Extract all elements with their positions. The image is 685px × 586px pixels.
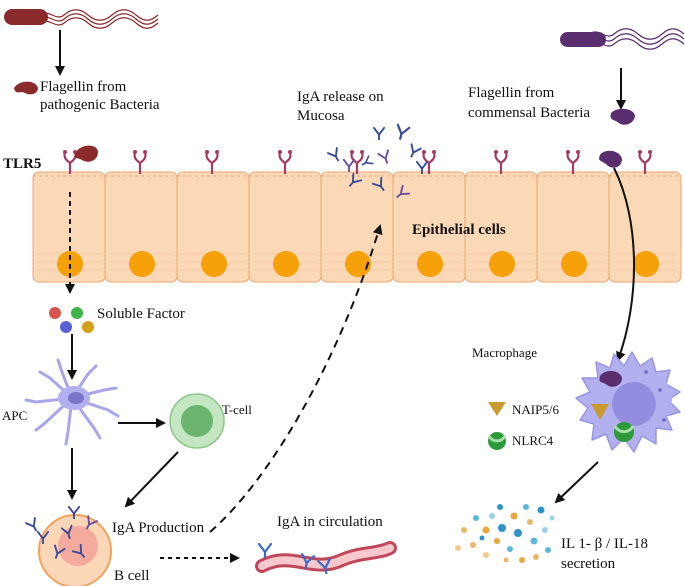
epithelial-cell [464, 171, 538, 283]
commensal-bacterium-icon [560, 28, 685, 50]
il-secretion-label-line1: IL 1- β / IL-18 [561, 536, 648, 552]
flagellin-bound-commensal-icon [599, 150, 622, 168]
antibody-icon [405, 143, 422, 160]
flagellin-pathogenic-label-line1: Flagellin from [40, 79, 127, 95]
apc-dendritic-cell-icon [24, 358, 120, 446]
tlr5-receptor-icon [421, 150, 437, 174]
epithelial-cell [536, 171, 610, 283]
svg-text:Flagellin from pathogenic: Flagellin from pathogenic Bacteria [40, 79, 160, 113]
soluble-factor-label: Soluble Factor [97, 306, 185, 322]
tlr5-receptor-icon [493, 150, 509, 174]
t-cell-label: T-cell [222, 402, 252, 417]
epithelial-cell [608, 171, 682, 283]
flagellin-commensal-icon [610, 108, 635, 125]
arrow-tcell-to-bcell [124, 451, 179, 508]
svg-text:IgA release on Mucosa: IgA release on Mucosa [297, 89, 387, 124]
macrophage-label: Macrophage [472, 345, 537, 360]
svg-text:Flagellin from commensal B: Flagellin from commensal Bacteria [468, 85, 590, 121]
flagellin-bound-pathogenic-icon [74, 145, 98, 162]
tlr5-receptor-icon [132, 150, 148, 174]
blood-vessel-icon [255, 541, 397, 576]
tlr5-receptor-icon [637, 150, 653, 174]
epithelial-layer [32, 171, 682, 283]
flagellin-commensal-label-line1: Flagellin from [468, 85, 555, 101]
naip-in-macrophage-icon [591, 404, 609, 420]
apc-label: APC [2, 408, 27, 423]
epithelial-cell [248, 171, 322, 283]
antibody-icon [393, 123, 411, 142]
il-secretion-label-line2: secretion [561, 556, 616, 572]
cytokine-cluster-icon [455, 504, 555, 563]
flagellin-internalized-icon [599, 370, 622, 387]
b-cell-icon [38, 514, 112, 586]
tlr5-receptor-icon [277, 150, 293, 174]
iga-release-label-line1: IgA release on [297, 89, 384, 105]
antibody-icon [343, 158, 355, 172]
antibody-icon [377, 149, 394, 166]
epithelial-cells-label: Epithelial cells [412, 222, 506, 238]
soluble-factor-icon [49, 307, 94, 333]
tlr5-receptor-icon [565, 150, 581, 174]
arrow-macrophage-to-cytokines [554, 461, 599, 504]
tlr5-label: TLR5 [3, 156, 41, 172]
t-cell-icon [169, 393, 225, 449]
arrow-commensal-to-macrophage [613, 167, 636, 362]
epithelial-cell [320, 171, 394, 283]
antibody-icon [327, 147, 344, 165]
nlrc4-label: NLRC4 [512, 433, 554, 448]
tlr5-receptors [62, 150, 653, 174]
antibody-icon [373, 126, 385, 140]
naip-icon [488, 402, 506, 416]
epithelial-cell [176, 171, 250, 283]
nlrc4-in-macrophage-icon [613, 422, 635, 442]
b-cell-label: B cell [114, 568, 149, 584]
svg-text:IL 1- β / IL-18 secretion: IL 1- β / IL-18 secretion [561, 536, 652, 572]
flagellin-pathogenic-label-line2: pathogenic Bacteria [40, 97, 160, 113]
iga-circulation-label: IgA in circulation [277, 514, 383, 530]
flagellin-commensal-label-line2: commensal Bacteria [468, 105, 590, 121]
epithelial-cell [104, 171, 178, 283]
antibody-icon [25, 517, 42, 535]
iga-release-label-line2: Mucosa [297, 108, 345, 124]
pathogenic-bacterium-icon [4, 9, 159, 29]
iga-production-label: IgA Production [112, 520, 205, 536]
flagellin-pathogenic-icon [14, 81, 38, 95]
naip-label: NAIP5/6 [512, 402, 559, 417]
nlrc4-icon [487, 432, 507, 450]
tlr5-receptor-icon [204, 150, 220, 174]
tlr5-receptor-icon [62, 150, 78, 174]
arrow-bcell-to-mucosa [209, 224, 383, 533]
